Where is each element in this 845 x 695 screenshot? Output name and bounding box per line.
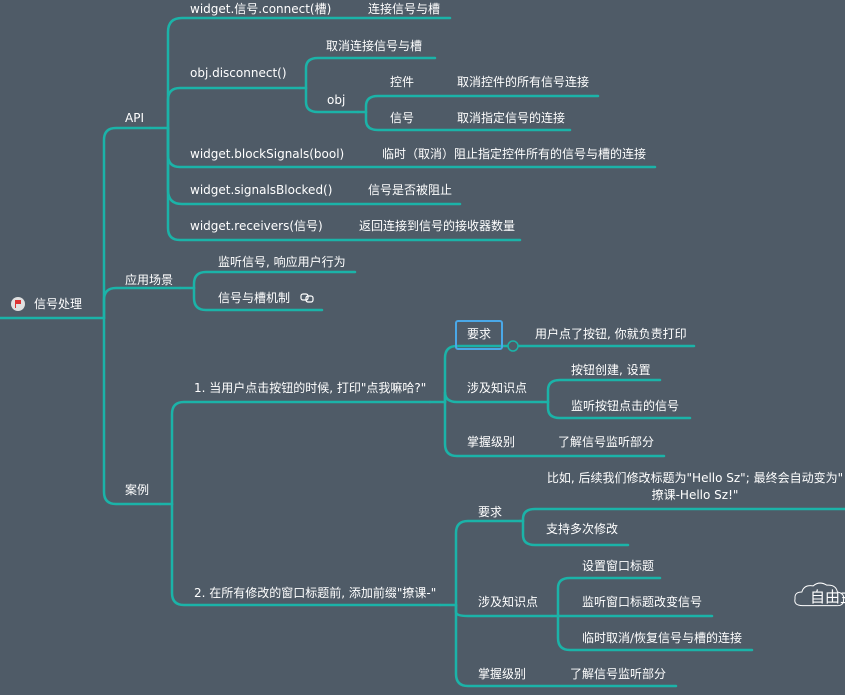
case1-req-text[interactable]: 用户点了按钮, 你就负责打印 (535, 327, 687, 341)
case2-req[interactable]: 要求 (478, 505, 503, 519)
api-blocksignals-desc[interactable]: 临时（取消）阻止指定控件所有的信号与槽的连接 (382, 147, 647, 161)
api-receivers[interactable]: widget.receivers(信号) (190, 219, 323, 233)
selection-box (455, 320, 503, 350)
api-disconnect-desc[interactable]: 取消连接信号与槽 (326, 39, 423, 53)
api-obj-signal-desc[interactable]: 取消指定信号的连接 (457, 111, 566, 125)
case2-level-text[interactable]: 了解信号监听部分 (570, 667, 667, 681)
root-topic[interactable]: 信号处理 (34, 297, 83, 311)
case1-level-text[interactable]: 了解信号监听部分 (558, 435, 655, 449)
api-blocksignals[interactable]: widget.blockSignals(bool) (190, 147, 345, 161)
case1-req[interactable]: 要求 (467, 327, 492, 341)
scene-item-mechanism[interactable]: 信号与槽机制 (218, 291, 291, 305)
case2-title[interactable]: 2. 在所有修改的窗口标题前, 添加前缀"撩课-" (194, 586, 437, 600)
case2-know-item-1[interactable]: 设置窗口标题 (582, 559, 655, 573)
api-receivers-desc[interactable]: 返回连接到信号的接收器数量 (359, 219, 516, 233)
case1-title[interactable]: 1. 当用户点击按钮的时候, 打印"点我嘛哈?" (194, 381, 427, 395)
api-obj-widget-desc[interactable]: 取消控件的所有信号连接 (457, 75, 590, 89)
api-disconnect[interactable]: obj.disconnect() (190, 66, 287, 80)
api-obj-signal[interactable]: 信号 (390, 111, 415, 125)
case2-req-line2[interactable]: 撩课-Hello Sz!" (651, 488, 739, 502)
case1-know[interactable]: 涉及知识点 (467, 381, 528, 395)
scenes-topic[interactable]: 应用场景 (125, 273, 174, 287)
collapse-toggle (507, 340, 519, 352)
api-connect-desc[interactable]: 连接信号与槽 (368, 2, 441, 16)
case1-know-item-2[interactable]: 监听按钮点击的信号 (571, 399, 680, 413)
cloud-icon (794, 582, 845, 607)
api-topic[interactable]: API (125, 111, 144, 125)
api-connect[interactable]: widget.信号.connect(槽) (190, 2, 332, 16)
cases-topic[interactable]: 案例 (125, 483, 150, 497)
case2-know-item-3[interactable]: 临时取消/恢复信号与槽的连接 (582, 631, 743, 645)
link-icon[interactable] (300, 293, 314, 303)
scene-item-listen[interactable]: 监听信号, 响应用户行为 (218, 255, 346, 269)
floating-topic-clip: 自由主题 (805, 582, 845, 612)
case2-req-text2[interactable]: 支持多次修改 (546, 522, 619, 536)
case2-level[interactable]: 掌握级别 (478, 667, 527, 681)
api-disconnect-obj[interactable]: obj (327, 93, 346, 107)
case1-know-item-1[interactable]: 按钮创建, 设置 (571, 363, 651, 377)
floating-topic[interactable]: 自由主题 (810, 588, 845, 606)
case1-level[interactable]: 掌握级别 (467, 435, 516, 449)
case2-req-line1[interactable]: 比如, 后续我们修改标题为"Hello Sz"; 最终会自动变为" (546, 471, 844, 485)
api-signalsblocked[interactable]: widget.signalsBlocked() (190, 183, 333, 197)
api-obj-widget[interactable]: 控件 (390, 75, 415, 89)
case2-know[interactable]: 涉及知识点 (478, 595, 539, 609)
flag-icon (11, 297, 25, 311)
case2-know-item-2[interactable]: 监听窗口标题改变信号 (582, 595, 703, 609)
api-signalsblocked-desc[interactable]: 信号是否被阻止 (368, 183, 453, 197)
